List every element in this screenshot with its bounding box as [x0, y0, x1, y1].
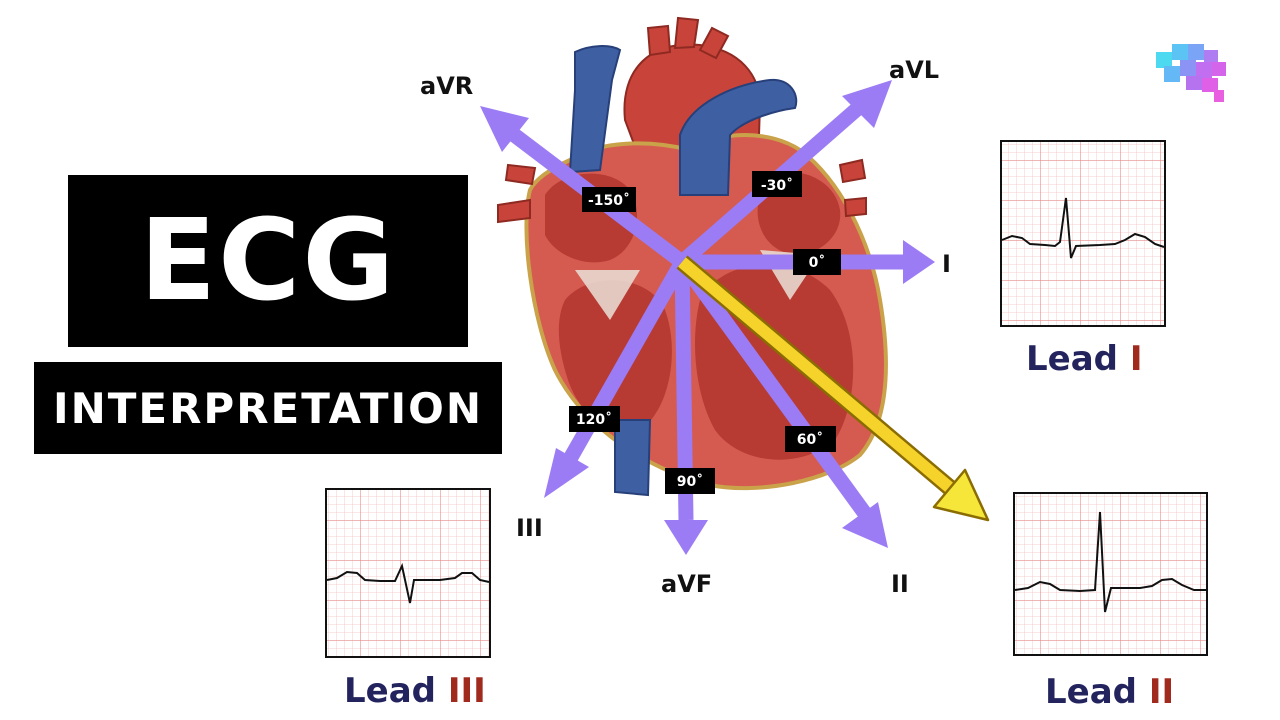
lead-name-avr: aVR [420, 72, 473, 100]
arrow-avf-head [664, 520, 708, 555]
angle-box-m150 [582, 187, 636, 212]
lead-names: aVR aVL I III aVF II [420, 56, 951, 598]
aorta-branch-3 [698, 26, 730, 60]
angle-m30: -30˚ [761, 177, 793, 194]
ecg-trace-lead-2 [1014, 511, 1206, 613]
arrow-iii-head [544, 448, 589, 498]
arrow-avl-head [842, 80, 892, 128]
title-main-text: ECG [139, 196, 397, 326]
angle-box-60 [785, 426, 836, 452]
mean-axis-shaft-fill [678, 257, 954, 493]
arrow-i-head [903, 240, 935, 284]
brain-icon [1156, 44, 1226, 102]
angle-120: 120˚ [576, 411, 612, 428]
ecg-strip-lead-3 [325, 488, 491, 658]
aorta-branch-2 [673, 16, 700, 50]
lead-1-number: I [1129, 339, 1143, 379]
angle-box-120 [569, 406, 620, 432]
angle-labels: -150˚ -30˚ 0˚ 120˚ 90˚ 60˚ [569, 171, 841, 494]
tricuspid-valve [575, 270, 640, 320]
heart-illustration [497, 16, 888, 497]
pulmonary-vein [679, 78, 798, 196]
ecg-trace-lead-3 [326, 562, 490, 604]
lead-2-caption: Lead II [1045, 672, 1174, 712]
aorta-branch-1 [646, 24, 672, 57]
vessel-stub-right-1 [838, 158, 867, 184]
ecg-strip-lead-1 [1000, 140, 1166, 327]
inferior-vena-cava [614, 419, 652, 497]
ecg-strip-lead-2 [1013, 492, 1208, 656]
angle-box-m30 [752, 171, 802, 197]
lead-name-ii: II [891, 570, 909, 598]
lead-name-iii: III [516, 514, 543, 542]
angle-60: 60˚ [797, 431, 823, 448]
angle-m150: -150˚ [588, 192, 630, 209]
lead-name-avl: aVL [889, 56, 939, 84]
angle-box-zero [793, 249, 841, 275]
title-ecg: ECG [68, 175, 468, 347]
ecg-trace-lead-1 [1001, 197, 1165, 259]
angle-90: 90˚ [677, 473, 703, 490]
angle-box-90 [665, 468, 715, 494]
title-sub-text: INTERPRETATION [52, 383, 484, 433]
arrow-ii-shaft [675, 257, 873, 520]
lead-1-word: Lead [1026, 339, 1119, 379]
vessel-stub-right-2 [843, 196, 867, 218]
arrow-ii-head [842, 502, 888, 548]
lead-3-number: III [447, 671, 486, 711]
angle-zero: 0˚ [809, 254, 826, 271]
mean-axis-head [932, 468, 990, 522]
arrow-avr-head [480, 106, 529, 152]
superior-vena-cava [568, 45, 622, 174]
lead-name-avf: aVF [661, 570, 712, 598]
lead-1-caption: Lead I [1026, 339, 1143, 379]
vessel-stub-left-1 [497, 198, 531, 224]
mean-axis-arrow [676, 255, 990, 522]
lead-2-word: Lead [1045, 672, 1138, 712]
lead-2-number: II [1148, 672, 1175, 712]
lead-3-caption: Lead III [344, 671, 486, 711]
lead-3-word: Lead [344, 671, 437, 711]
lead-name-i: I [942, 250, 951, 278]
title-interpretation: INTERPRETATION [34, 362, 502, 454]
vessel-stub-left-2 [504, 163, 537, 186]
